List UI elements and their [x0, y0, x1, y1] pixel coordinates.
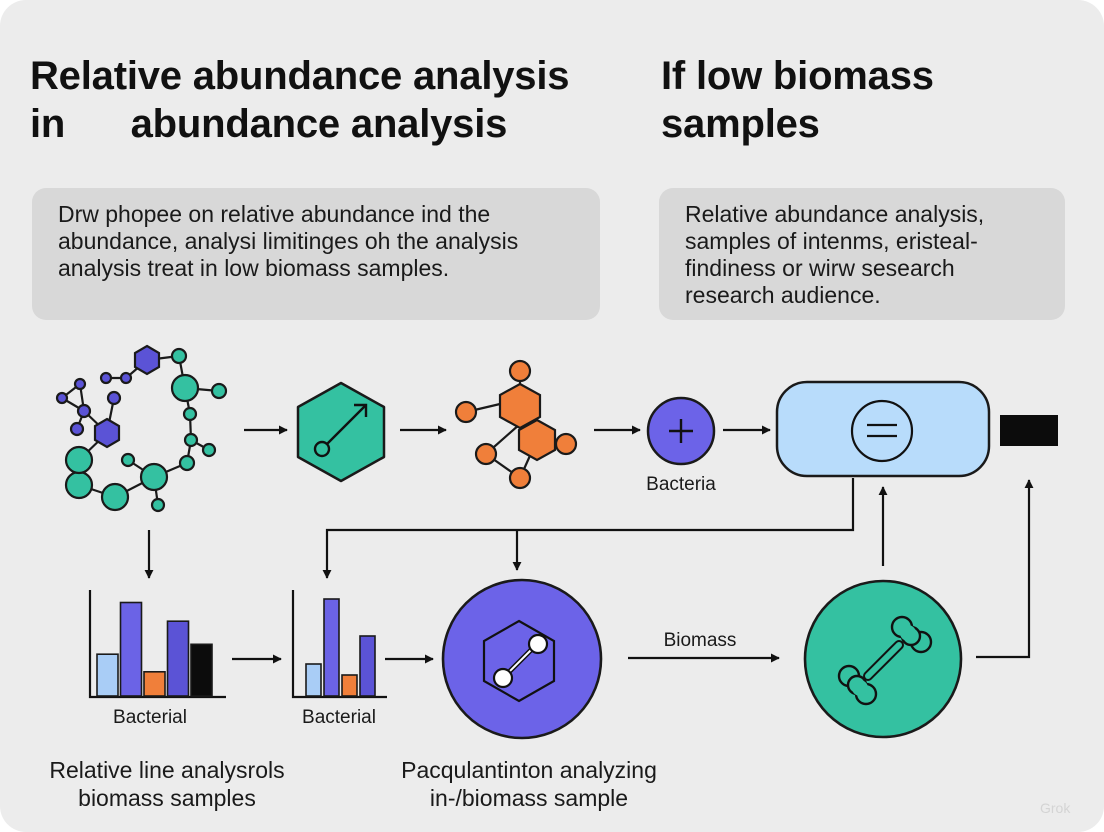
plus-circle-icon [646, 396, 716, 466]
callout-right-line: samples of intenms, eristeal- [685, 228, 978, 254]
bar-2 [119, 601, 143, 697]
watermark-text: Grok [1040, 800, 1071, 816]
title-left-line-1: Relative abundance analysis [30, 54, 570, 98]
callout-left-line: analysis treat in low biomass samples. [58, 255, 450, 281]
caption-left-line: Relative line analysrols [49, 757, 285, 783]
hexagon-arrow-icon [296, 381, 386, 483]
bar-2 [323, 598, 340, 697]
caption-middle: Pacqulantinton analyzing in-/biomass sam… [368, 756, 690, 812]
bone-icon [803, 579, 963, 739]
callout-left-line: abundance, analysi limitinges oh the ana… [58, 228, 519, 254]
bacteria-label: Bacteria [646, 474, 716, 495]
biomass-label: Biomass [663, 630, 737, 651]
bacterial-label-2: Bacterial [302, 707, 376, 728]
caption-middle-line: in-/biomass sample [429, 785, 629, 811]
bar-4 [359, 635, 376, 697]
orange-molecule-icon [454, 359, 578, 490]
title-left: Relative abundance analysis in abundance… [30, 52, 569, 148]
callout-right: Relative abundance analysis, samples of … [659, 188, 1065, 320]
black-rectangle-icon [1000, 415, 1058, 446]
bar-chart-icon [88, 590, 226, 699]
bar-5 [190, 643, 213, 697]
hexagon-link-icon [441, 578, 603, 740]
bar-1 [305, 663, 322, 697]
title-right-line-2: samples [661, 102, 820, 146]
title-right-line-1: If low biomass [661, 54, 934, 98]
bar-3 [143, 670, 166, 697]
caption-middle-line: Pacqulantinton analyzing [401, 757, 657, 783]
title-left-line-2: in abundance analysis [30, 102, 508, 146]
callout-right-line: research audience. [685, 282, 881, 308]
equals-icon [775, 380, 991, 478]
caption-left-line: biomass samples [78, 785, 256, 811]
arrow-icon [322, 478, 855, 579]
bar-chart-icon [291, 590, 387, 699]
bacterial-label-1: Bacterial [113, 707, 187, 728]
bar-4 [166, 620, 190, 697]
title-right: If low biomass samples [661, 52, 934, 148]
bar-1 [96, 653, 119, 697]
callout-left-line: Drw phopee on relative abundance ind the [58, 201, 491, 227]
caption-left: Relative line analysrols biomass samples [16, 756, 318, 812]
callout-right-line: findiness or wirw sesearch [685, 255, 955, 281]
bar-3 [341, 674, 358, 697]
callout-right-line: Relative abundance analysis, [685, 201, 985, 227]
arrow-icon [976, 479, 1034, 659]
callout-left: Drw phopee on relative abundance ind the… [32, 188, 600, 320]
molecule-network-icon [55, 344, 228, 513]
